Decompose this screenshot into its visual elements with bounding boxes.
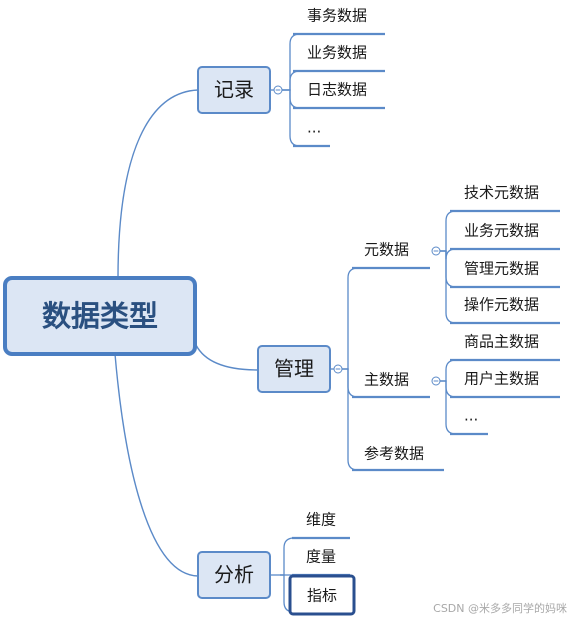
leaf-analysis-0-label: 维度 (306, 511, 336, 529)
branch-record-label: 记录 (214, 78, 254, 102)
leaf-metadata-2-label: 管理元数据 (464, 260, 539, 278)
connector (440, 210, 457, 252)
leaf-analysis-selected[interactable]: 指标 (288, 574, 356, 616)
subnode-masterdata-label: 主数据 (364, 371, 409, 389)
leaf-record-1-label: 业务数据 (307, 44, 367, 62)
connector (280, 537, 295, 576)
connector (440, 380, 457, 398)
watermark: CSDN @米多多同学的妈咪 (433, 602, 567, 615)
leaf-record-2-label: 日志数据 (307, 81, 367, 99)
connector (117, 89, 199, 279)
branch-record[interactable]: 记录 (197, 66, 271, 114)
connector (114, 353, 199, 577)
branch-manage[interactable]: 管理 (257, 345, 331, 393)
collapse-toggle-icon[interactable] (431, 246, 441, 256)
connector (282, 33, 301, 91)
leaf-analysis-2-label: 指标 (307, 587, 337, 605)
connector (440, 359, 457, 382)
subnode-metadata-label: 元数据 (364, 241, 409, 259)
connector (195, 344, 259, 371)
leaf-masterdata-2-label: ... (464, 407, 478, 425)
leaf-metadata-1-label: 业务元数据 (464, 222, 539, 240)
leaf-record-3-label: ... (307, 119, 321, 137)
connector (440, 250, 457, 288)
root-node[interactable]: 数据类型 (3, 276, 197, 356)
connector (342, 368, 359, 398)
root-node-label: 数据类型 (42, 299, 158, 333)
collapse-toggle-icon[interactable] (431, 376, 441, 386)
collapse-toggle-icon[interactable] (273, 85, 283, 95)
connector (282, 70, 301, 91)
leaf-masterdata-0-label: 商品主数据 (464, 333, 539, 351)
subnode-referencedata-label: 参考数据 (364, 445, 424, 463)
connector (342, 267, 359, 370)
connector (440, 380, 457, 435)
collapse-toggle-icon[interactable] (333, 364, 343, 374)
branch-analysis-label: 分析 (214, 563, 254, 587)
branch-analysis[interactable]: 分析 (197, 551, 271, 599)
leaf-record-0-label: 事务数据 (307, 7, 367, 25)
leaf-masterdata-1-label: 用户主数据 (464, 370, 539, 388)
connector (342, 368, 359, 471)
branch-manage-label: 管理 (274, 357, 314, 381)
leaf-analysis-1-label: 度量 (306, 548, 336, 566)
connector (282, 89, 301, 147)
leaf-metadata-0-label: 技术元数据 (464, 184, 539, 202)
leaf-metadata-3-label: 操作元数据 (464, 296, 539, 314)
connector (282, 89, 301, 109)
